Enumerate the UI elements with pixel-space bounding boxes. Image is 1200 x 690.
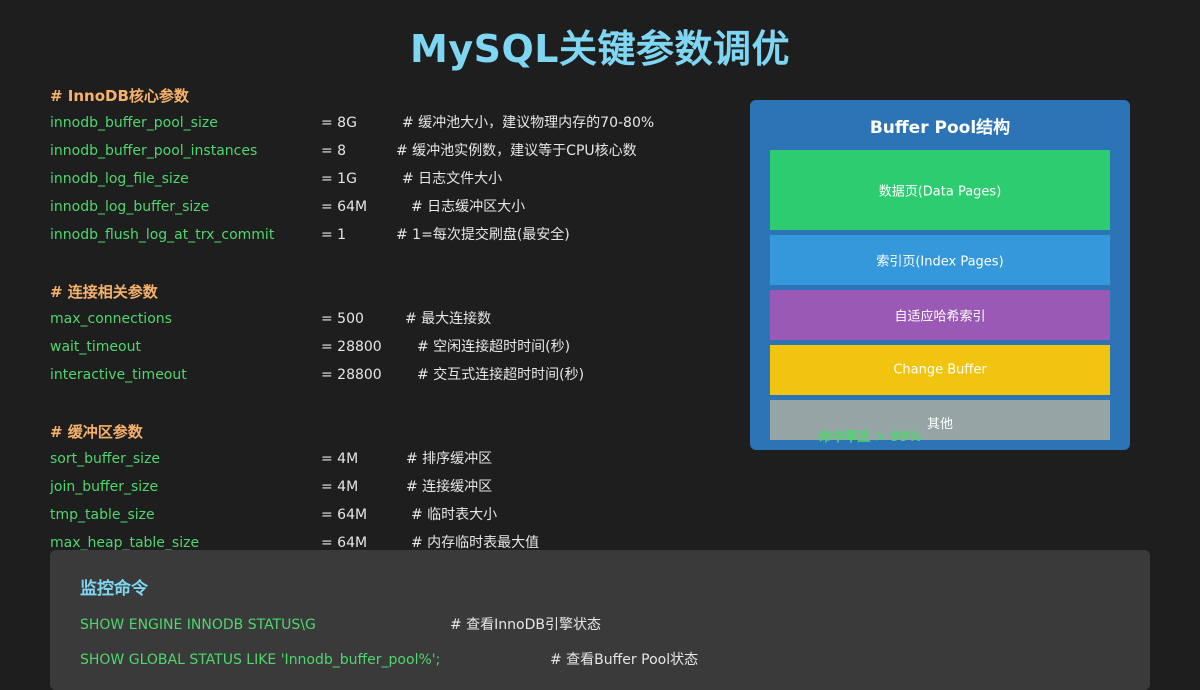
param-name: sort_buffer_size — [50, 451, 161, 467]
param-comment: # 空闲连接超时时间(秒) — [417, 339, 571, 355]
param-name: wait_timeout — [50, 339, 141, 355]
command-comment: # 查看Buffer Pool状态 — [550, 652, 699, 668]
param-comment: # 缓冲池实例数，建议等于CPU核心数 — [396, 143, 637, 159]
param-comment: # 1=每次提交刷盘(最安全) — [396, 227, 570, 243]
param-value: = 64M — [321, 199, 368, 215]
param-name: innodb_log_file_size — [50, 171, 189, 187]
buffer-pool-block-index-pages: 索引页(Index Pages) — [770, 235, 1110, 285]
param-comment: # 日志缓冲区大小 — [411, 199, 526, 215]
block-label: Change Buffer — [893, 362, 987, 378]
param-name: innodb_buffer_pool_instances — [50, 143, 258, 159]
section-title-connection: # 连接相关参数 — [50, 283, 158, 301]
section-title-innodb: # InnoDB核心参数 — [50, 87, 189, 105]
param-name: innodb_log_buffer_size — [50, 199, 210, 215]
block-label: 自适应哈希索引 — [894, 309, 986, 325]
param-value: = 28800 — [321, 367, 382, 383]
param-name: max_heap_table_size — [50, 535, 200, 551]
param-comment: # 交互式连接超时时间(秒) — [417, 367, 585, 383]
block-label: 数据页(Data Pages) — [878, 184, 1002, 200]
monitor-title: 监控命令 — [80, 579, 148, 599]
command-text: SHOW ENGINE INNODB STATUS\G — [80, 617, 316, 633]
param-comment: # 日志文件大小 — [402, 171, 503, 187]
monitor-panel: 监控命令 SHOW ENGINE INNODB STATUS\G # 查看Inn… — [50, 550, 1150, 690]
param-comment: # 最大连接数 — [405, 311, 492, 327]
buffer-pool-title: Buffer Pool结构 — [869, 118, 1011, 138]
param-value: = 64M — [321, 507, 368, 523]
param-value: = 4M — [321, 451, 359, 467]
block-label: 其他 — [926, 417, 953, 432]
param-value: = 8 — [321, 143, 347, 159]
param-value: = 1G — [321, 171, 357, 187]
param-value: = 28800 — [321, 339, 382, 355]
hit-rate-note: 命中率应 > 99% — [818, 430, 922, 445]
buffer-pool-block-change-buffer: Change Buffer — [770, 345, 1110, 395]
param-name: join_buffer_size — [50, 479, 159, 495]
param-comment: # 临时表大小 — [411, 507, 498, 523]
buffer-pool-panel: Buffer Pool结构 数据页(Data Pages) 索引页(Index … — [750, 100, 1130, 450]
param-value: = 500 — [321, 311, 364, 327]
page-title: MySQL关键参数调优 — [410, 27, 790, 71]
param-name: innodb_flush_log_at_trx_commit — [50, 227, 275, 243]
param-comment: # 连接缓冲区 — [406, 479, 493, 495]
param-comment: # 缓冲池大小，建议物理内存的70-80% — [402, 115, 655, 131]
param-name: interactive_timeout — [50, 367, 187, 383]
command-text: SHOW GLOBAL STATUS LIKE 'Innodb_buffer_p… — [80, 652, 441, 668]
buffer-pool-block-adaptive-hash: 自适应哈希索引 — [770, 290, 1110, 340]
param-name: max_connections — [50, 311, 172, 327]
param-comment: # 内存临时表最大值 — [411, 535, 540, 551]
buffer-pool-block-other: 其他 — [770, 400, 1110, 440]
command-comment: # 查看InnoDB引擎状态 — [450, 617, 602, 633]
param-value: = 1 — [321, 227, 347, 243]
section-title-buffer: # 缓冲区参数 — [50, 423, 143, 441]
param-name: tmp_table_size — [50, 507, 155, 523]
buffer-pool-block-data-pages: 数据页(Data Pages) — [770, 150, 1110, 230]
block-label: 索引页(Index Pages) — [876, 254, 1004, 270]
param-value: = 4M — [321, 479, 359, 495]
param-name: innodb_buffer_pool_size — [50, 115, 218, 131]
param-value: = 64M — [321, 535, 368, 551]
param-comment: # 排序缓冲区 — [406, 451, 493, 467]
param-value: = 8G — [321, 115, 357, 131]
